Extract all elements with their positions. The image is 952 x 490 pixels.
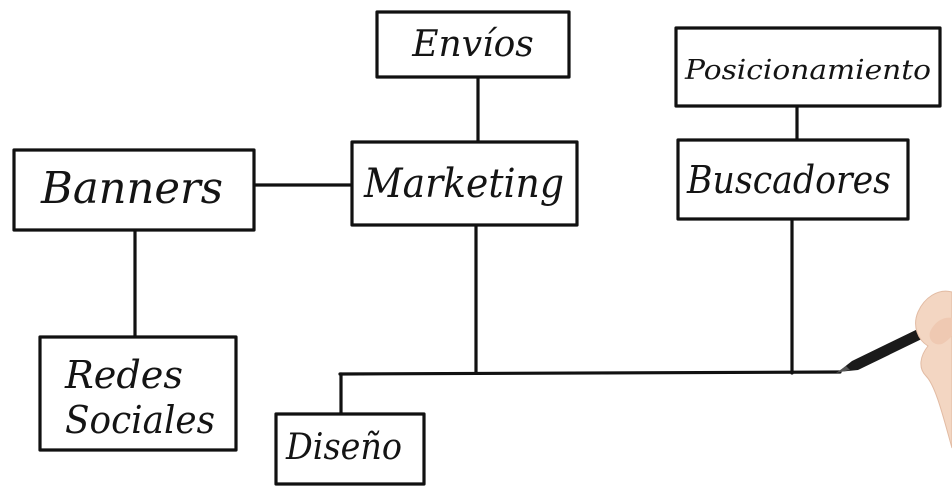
- node-marketing: Marketing: [350, 140, 579, 227]
- node-posicionamiento: Posicionamiento: [674, 26, 942, 108]
- node-redes-sociales-label-line1: Redes: [64, 353, 183, 397]
- node-posicionamiento-label: Posicionamiento: [684, 55, 931, 86]
- pen-tip-icon: [836, 366, 850, 373]
- node-redes-sociales-label-line2: Sociales: [65, 398, 215, 442]
- node-envios: Envíos: [375, 10, 571, 79]
- trunk-line: [338, 370, 842, 376]
- finger-icon: [929, 317, 952, 345]
- hand-icon: [915, 290, 952, 449]
- node-marketing-label: Marketing: [363, 161, 564, 207]
- node-banners: Banners: [12, 148, 256, 232]
- pen-icon: [838, 327, 930, 372]
- node-banners-label: Banners: [40, 163, 223, 214]
- node-envios-label: Envíos: [411, 24, 533, 65]
- node-buscadores-label: Buscadores: [686, 158, 891, 202]
- hand-holding-pen-illustration: [836, 290, 952, 449]
- node-buscadores: Buscadores: [676, 138, 910, 221]
- node-redes-sociales: Redes Sociales: [38, 335, 238, 452]
- node-diseno: Diseño: [274, 412, 426, 486]
- node-diseno-label: Diseño: [285, 427, 402, 468]
